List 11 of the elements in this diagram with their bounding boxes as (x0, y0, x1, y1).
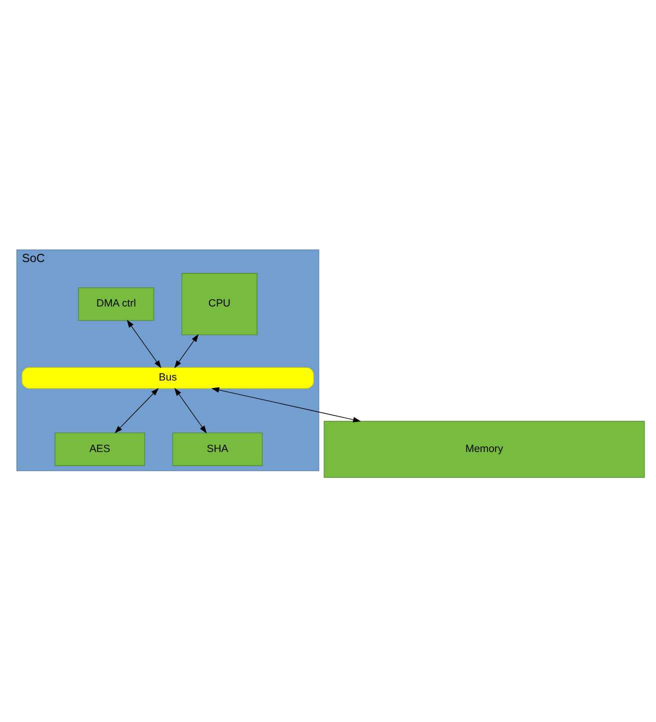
node-box: CPU (182, 273, 258, 336)
arrow (174, 388, 207, 434)
arrow (126, 320, 162, 368)
arrow (211, 387, 361, 422)
node-box: SHA (172, 432, 263, 466)
node-box: Bus (22, 367, 314, 389)
node-box: DMA ctrl (78, 287, 154, 321)
arrow (174, 334, 199, 368)
node-box: AES (54, 432, 145, 466)
arrow (114, 388, 159, 434)
node-box: Memory (324, 420, 645, 478)
